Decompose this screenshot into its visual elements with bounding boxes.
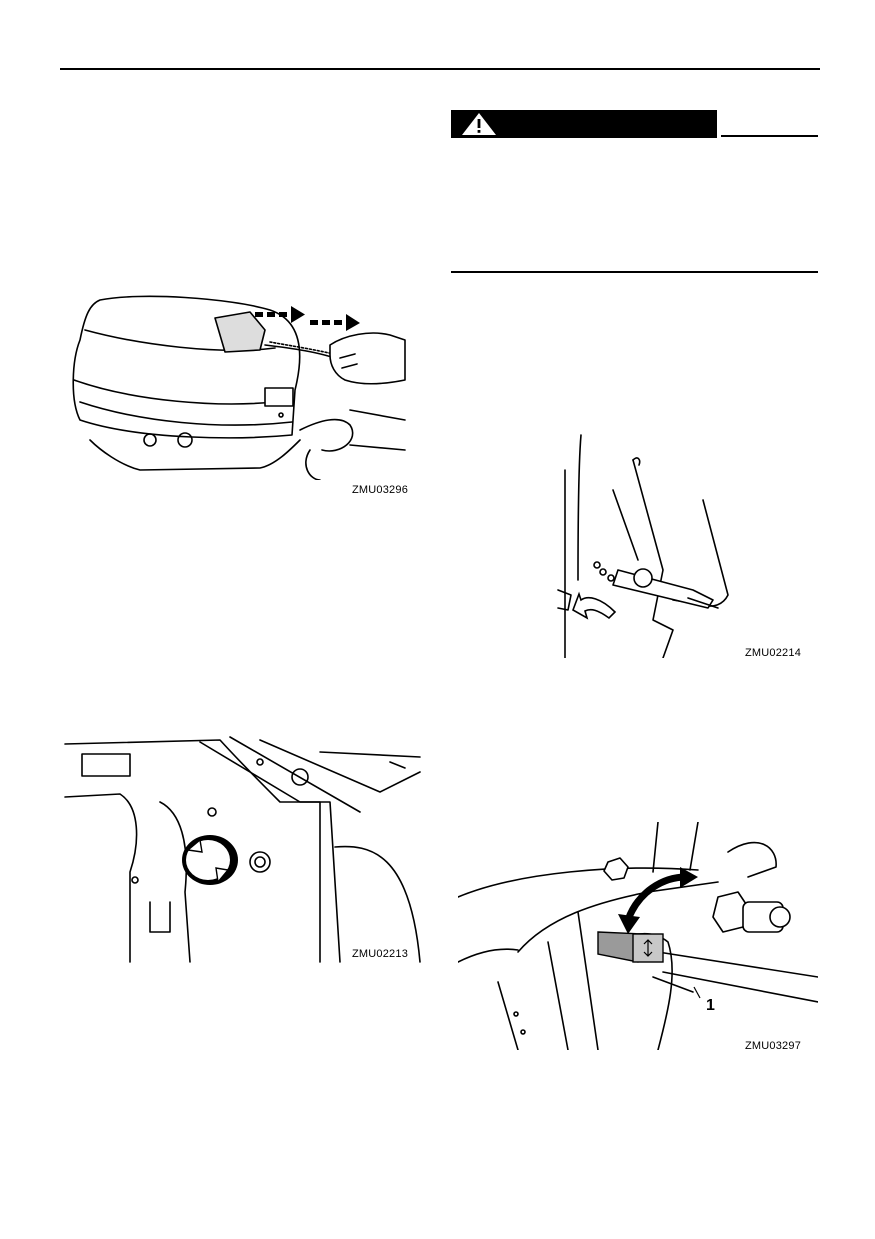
figure-code-zmu03296: ZMU03296 xyxy=(352,484,409,496)
warning-header-rule xyxy=(721,135,818,137)
figure-code-zmu02213: ZMU02213 xyxy=(352,948,409,960)
warning-end-rule xyxy=(451,271,818,273)
bracket-bolt-illustration xyxy=(64,736,421,963)
warning-triangle-icon xyxy=(462,113,496,135)
tilt-lever-illustration xyxy=(557,434,729,658)
header-rule xyxy=(60,68,820,70)
figure-code-zmu02214: ZMU02214 xyxy=(745,647,802,659)
figure-code-zmu03297: ZMU03297 xyxy=(745,1040,802,1052)
mount-lever-illustration xyxy=(458,822,818,1050)
engine-start-illustration xyxy=(72,295,406,480)
callout-1: 1 xyxy=(706,997,715,1014)
warning-banner xyxy=(451,110,717,138)
